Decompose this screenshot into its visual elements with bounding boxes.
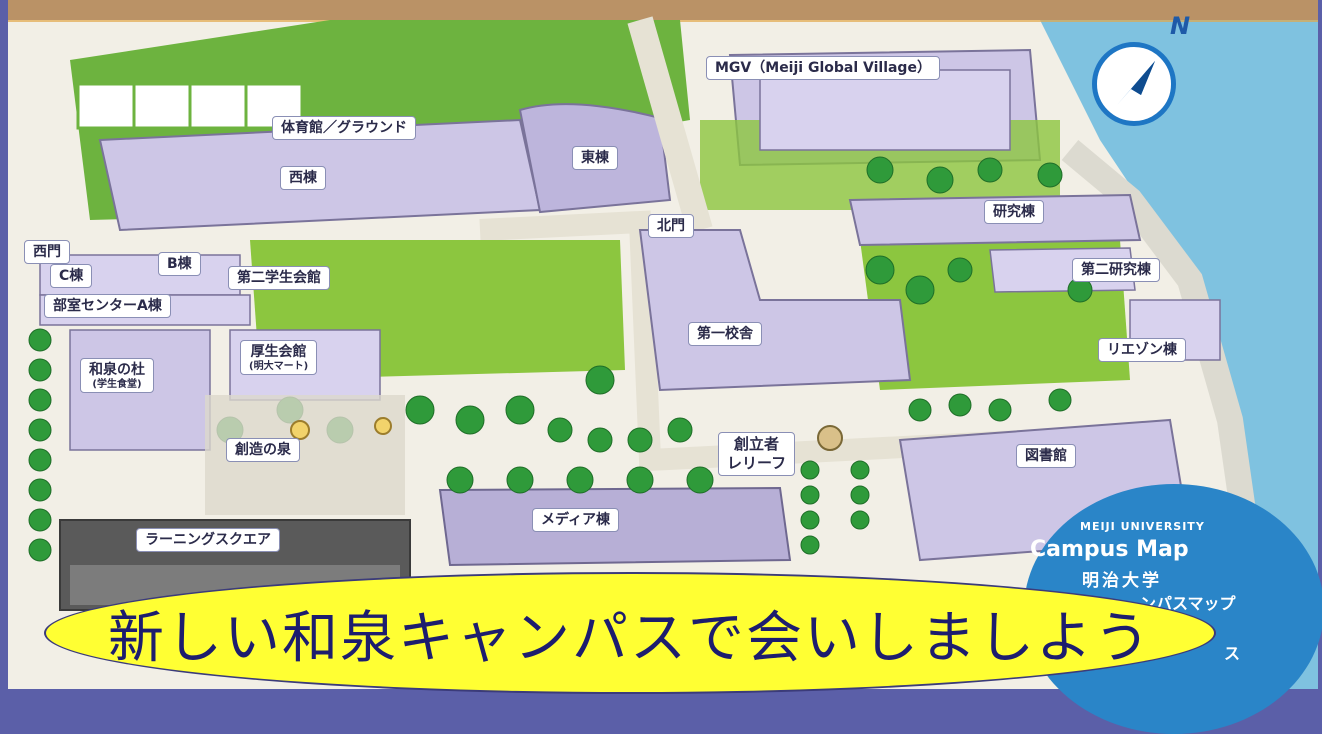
label-east-building[interactable]: 東棟 bbox=[572, 146, 618, 170]
label-founder-text: 創立者 bbox=[734, 435, 780, 453]
label-izumi-mori-sub: (学生食堂) bbox=[92, 379, 142, 390]
label-research-building[interactable]: 研究棟 bbox=[984, 200, 1044, 224]
label-west-gate[interactable]: 西門 bbox=[24, 240, 70, 264]
road-north bbox=[627, 16, 713, 234]
label-fountain[interactable]: 創造の泉 bbox=[226, 438, 300, 462]
badge-campus-map: Campus Map bbox=[1030, 537, 1189, 562]
label-second-research-building[interactable]: 第二研究棟 bbox=[1072, 258, 1160, 282]
label-gym[interactable]: 体育館／グラウンド bbox=[272, 116, 416, 140]
greeting-banner-text: 新しい和泉キャンパスで会いしましよう bbox=[108, 605, 1152, 671]
label-welfare-hall-sub: (明大マート) bbox=[249, 361, 309, 372]
riverbank bbox=[1061, 140, 1263, 562]
label-founder-relief[interactable]: 創立者 レリーフ bbox=[718, 432, 796, 476]
label-izumi-mori[interactable]: 和泉の杜 (学生食堂) bbox=[80, 358, 154, 393]
compass-icon bbox=[1092, 42, 1176, 126]
label-founder-sub: レリーフ bbox=[727, 454, 787, 472]
label-b-building[interactable]: B棟 bbox=[158, 252, 201, 276]
badge-university: MEIJI UNIVERSITY bbox=[1080, 520, 1205, 533]
first-school-building bbox=[638, 229, 912, 392]
label-izumi-mori-text: 和泉の杜 bbox=[89, 362, 145, 378]
label-library[interactable]: 図書館 bbox=[1016, 444, 1076, 468]
trees bbox=[28, 156, 1093, 562]
compass-arrow-icon bbox=[1117, 61, 1155, 105]
label-c-building[interactable]: C棟 bbox=[50, 264, 93, 288]
label-first-school-building[interactable]: 第一校舎 bbox=[688, 322, 762, 346]
badge-suffix: ス bbox=[1224, 644, 1241, 663]
label-media-building[interactable]: メディア棟 bbox=[532, 508, 620, 532]
fountain bbox=[290, 420, 310, 440]
label-second-student-hall[interactable]: 第二学生会館 bbox=[228, 266, 330, 290]
label-liaison-building[interactable]: リエゾン棟 bbox=[1098, 338, 1186, 362]
label-west-building[interactable]: 西棟 bbox=[280, 166, 326, 190]
founder-relief-marker bbox=[817, 425, 843, 451]
label-north-gate[interactable]: 北門 bbox=[648, 214, 694, 238]
label-learning-square[interactable]: ラーニングスクエア bbox=[136, 528, 280, 552]
badge-meiji-daigaku: 明治大学 bbox=[1082, 571, 1162, 591]
label-welfare-hall-text: 厚生会館 bbox=[250, 344, 307, 360]
title-strip bbox=[8, 0, 1318, 22]
label-welfare-hall[interactable]: 厚生会館 (明大マート) bbox=[240, 340, 318, 375]
compass-north-label: N bbox=[1170, 12, 1191, 40]
road-main bbox=[479, 210, 1041, 472]
label-mgv[interactable]: MGV（Meiji Global Village） bbox=[706, 56, 940, 80]
label-club-center[interactable]: 部室センターA棟 bbox=[44, 294, 171, 318]
greeting-banner: 新しい和泉キャンパスで会いしましよう bbox=[44, 572, 1216, 694]
